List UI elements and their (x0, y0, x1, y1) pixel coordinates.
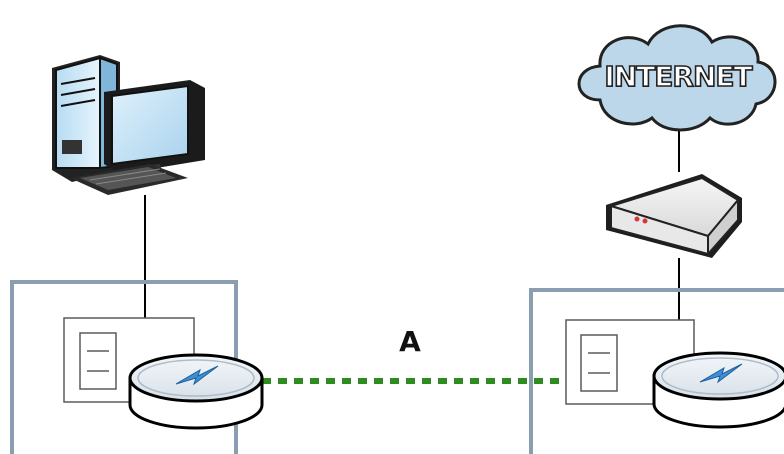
modem-icon (606, 174, 742, 258)
link-label: A (399, 325, 421, 358)
wireless-access-point-icon (652, 351, 784, 429)
wireless-access-point-icon (128, 353, 264, 430)
desktop-computer-icon (52, 55, 205, 195)
cloud-label: INTERNET (604, 60, 752, 93)
right-network-box (529, 288, 784, 454)
internet-cloud-icon: INTERNET (577, 24, 777, 132)
